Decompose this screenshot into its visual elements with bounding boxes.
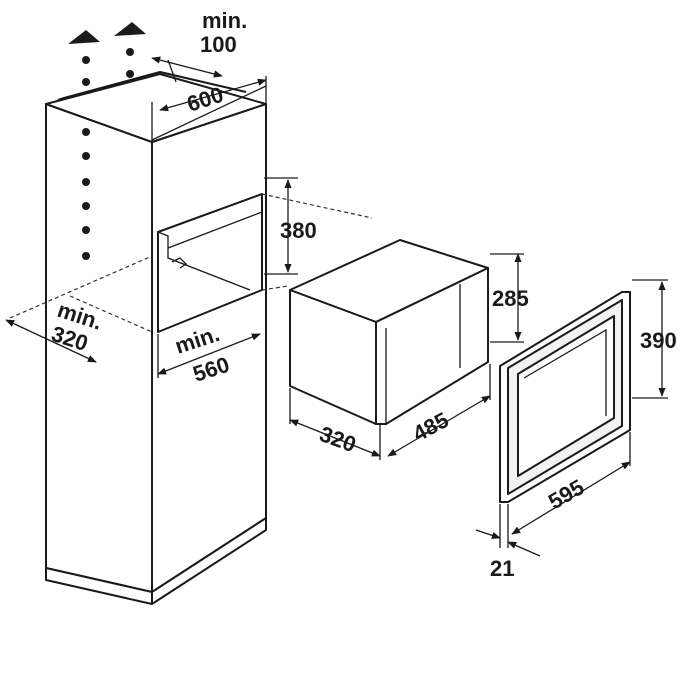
depth-projection: [9, 193, 373, 333]
label-niche-height-380: 380: [280, 218, 317, 243]
niche-bracket: [171, 257, 188, 269]
frame-inner-opening: [517, 315, 615, 477]
label-frame-height-390: 390: [640, 328, 677, 353]
microwave-appliance: [289, 239, 489, 425]
label-appliance-height-285: 285: [492, 286, 529, 311]
label-top-100: 100: [200, 32, 237, 57]
label-appliance-depth-320: 320: [316, 421, 359, 457]
vent-dots: [82, 48, 134, 260]
vent-arrow-left-icon: [68, 30, 100, 44]
label-frame-width-595: 595: [544, 474, 588, 514]
tall-cabinet: [45, 71, 267, 605]
vent-arrow-right-icon: [114, 22, 146, 36]
dimension-lines: [5, 56, 668, 557]
ventilation-indicator: [68, 22, 146, 260]
trim-frame: [499, 291, 631, 503]
label-top-min: min.: [202, 8, 247, 33]
label-frame-thickness-21: 21: [490, 556, 514, 581]
dimension-labels: min. 100 600 380 min. 320 min. 560 285 3…: [48, 8, 676, 581]
